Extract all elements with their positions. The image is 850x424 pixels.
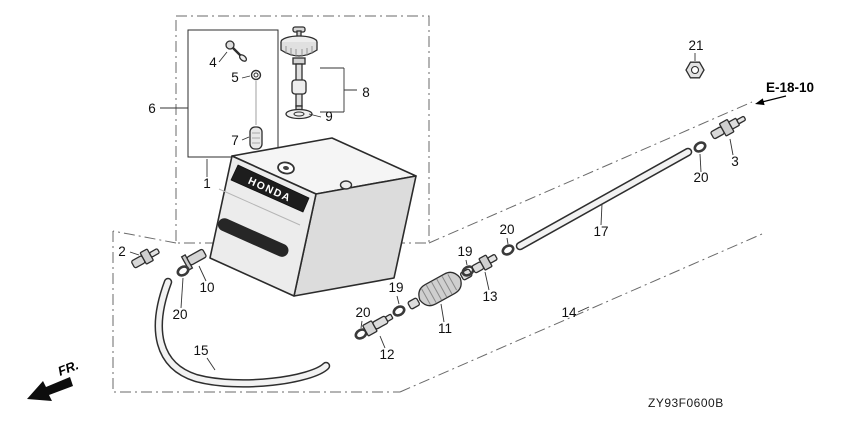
callout-20-b: 20 [355,305,370,320]
tank-cap-boss [339,180,353,190]
fuel-hose-17 [515,147,693,251]
assembly-boundary-box [175,15,430,244]
screw-part-4 [225,40,248,62]
callout-4: 4 [209,55,217,70]
fuel-hose-15 [154,277,331,388]
callout-21: 21 [688,38,703,53]
page-reference: E-18-10 [755,80,814,106]
screw-washer [238,54,248,62]
hose-region-left-boundary [112,231,400,393]
gauge-cap-skirt [280,42,318,57]
tank-gauge-hole-center [283,165,289,171]
hose-clip-19-a [392,305,406,317]
elbow-joint-part-10 [180,248,207,271]
callout-14: 14 [561,305,577,320]
callout-8-bracket [320,67,357,113]
page-ref-label: E-18-10 [766,80,814,95]
callout-6: 6 [148,101,156,116]
callout-8: 8 [362,85,370,100]
construction-lines [112,15,763,393]
callout-20-d: 20 [693,170,708,185]
callout-leaders [129,51,734,371]
joint-part-13 [471,254,498,274]
gauge-assembly-group [187,26,357,158]
callout-15: 15 [193,343,208,358]
callout-19-a: 19 [388,280,403,295]
tank-brand-band [230,164,310,213]
fuel-line-upper-boundary [428,101,753,244]
callout-7: 7 [231,133,239,148]
callout-13: 13 [482,289,497,304]
nut-part-21 [685,61,705,79]
grommet-outer [250,69,262,81]
tank-seam-line [218,188,301,226]
callout-9: 9 [325,109,333,124]
front-direction-marker: FR. [27,357,81,401]
callout-17: 17 [593,224,608,239]
callout-3: 3 [731,154,739,169]
filter-part-7 [249,126,263,150]
grommet-inner [253,72,259,78]
primer-bulb-ribs [421,274,458,305]
fuel-connector-part-2 [131,248,160,269]
gauge-collar [292,57,306,65]
hose-clip-20-a [176,265,190,277]
hose-15-outline [154,277,331,388]
screw-head [225,40,235,50]
gauge-seal-inner [293,111,305,117]
fuel-tank: HONDA [209,137,417,297]
tank-handle-slot [217,218,289,257]
hose-clip-20-c [501,244,515,256]
hose-clip-20-d [693,141,707,153]
fuel-line-lower-boundary [399,233,763,393]
callout-10: 10 [199,280,214,295]
callout-1: 1 [203,176,211,191]
page-ref-arrowhead [755,98,765,106]
callout-2: 2 [118,244,126,259]
page-ref-arrow-line [761,95,787,103]
callout-12: 12 [379,347,394,362]
callout-20-c: 20 [499,222,514,237]
joint-part-12 [362,313,394,337]
callouts: 1 2 3 4 5 6 7 8 9 10 11 12 13 14 15 17 1… [118,38,739,362]
fuel-joint-part-3 [710,115,746,140]
callout-20-a: 20 [172,307,187,322]
hose-17-body [517,149,691,249]
front-arrow-icon [27,377,73,401]
gauge-float [291,79,307,95]
callout-5: 5 [231,70,239,85]
boundary-connector-line [112,230,177,244]
hose-15-body [156,279,329,387]
screw-shaft [232,47,242,57]
grommet-part-5 [250,69,262,81]
front-label: FR. [56,357,81,379]
callout-19-b: 19 [457,244,472,259]
primer-bulb-part-11 [407,268,473,310]
callout-11: 11 [438,321,452,336]
fuel-gauge-unit [280,26,318,120]
drawing-code: ZY93F0600B [648,396,724,410]
gauge-cap-ribs [285,46,313,57]
filter-mesh-lines [252,132,260,144]
gauge-seal-flange [285,108,313,120]
